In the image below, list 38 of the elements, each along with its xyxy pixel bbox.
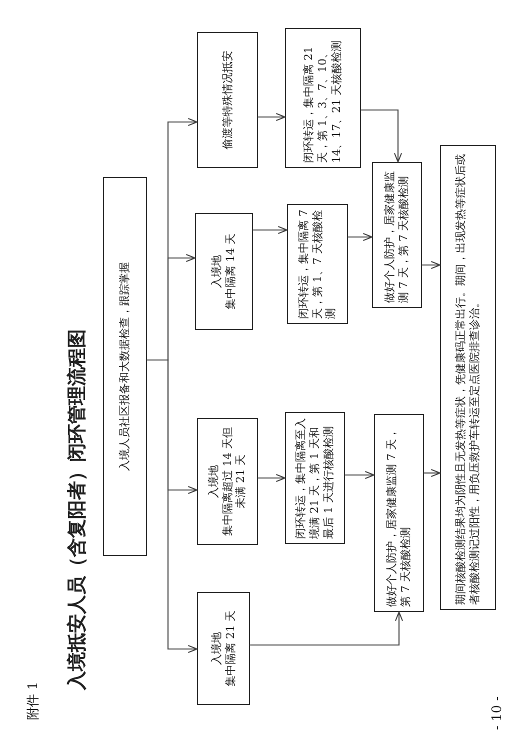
diagram-title: 入境抵安人员（含复阳者）闭环管理流程图 (65, 329, 89, 690)
box-text: 入境地 (210, 255, 224, 288)
box-text: 闭环转运，集中隔离至入境满 21 天，第 1 天和最后 1 天进行核酸检测 (294, 417, 336, 539)
arrow (258, 474, 286, 482)
process-box (285, 28, 361, 168)
process-box (374, 414, 424, 612)
box-text: 期间核酸检测结果均为阴性且无发热等症状，凭健康码正常出行。期间，出现发热等症状后或者核酸检测记过阳性，用负压救护车转运至定点医院排查诊治。 (454, 153, 482, 605)
box-text: 入境地 (210, 632, 224, 665)
process-box (285, 412, 345, 544)
box-text: 入境地 (206, 465, 221, 498)
box-text: 集中隔离超过 14 天但未满 21 天 (220, 426, 248, 538)
box-text: 集中隔离 14 天 (224, 234, 238, 310)
box-text: 做好个人防护，居家健康监测 7 天，第 7 天核酸检测 (385, 427, 413, 607)
process-box (287, 204, 348, 324)
process-box (440, 145, 496, 610)
arrow (361, 109, 402, 163)
box-text: 集中隔离 21 天 (224, 610, 238, 686)
box-text: 入境人员社区报备和大数据检查，跟踪掌握 (118, 262, 132, 471)
process-box (197, 32, 258, 168)
arrow (258, 112, 286, 122)
process-box (197, 592, 250, 705)
arrow (250, 611, 404, 646)
annex-label: 附件 1 (25, 682, 42, 720)
box-text: 做好个人防护，居家健康监测 7 天，第 7 天核酸检测 (383, 170, 411, 303)
process-box (103, 177, 147, 556)
arrow (147, 118, 198, 361)
box-text: 闭环转运，集中隔离 21 天，第 1、3、7、10、14、17、21 天核酸检测 (302, 40, 344, 163)
arrow (422, 260, 441, 270)
process-box (197, 418, 258, 545)
arrow (345, 470, 375, 480)
box-text: 偷渡等特殊情况抵安 (220, 50, 234, 150)
arrow (348, 232, 373, 242)
arrow (253, 226, 288, 234)
box-text: 闭环转运，集中隔离 7 天，第 1、7 天核酸检测 (296, 209, 338, 319)
page-number: - 10 - (490, 696, 505, 730)
arrow (424, 468, 441, 478)
process-box (195, 213, 253, 330)
process-box (372, 162, 422, 308)
